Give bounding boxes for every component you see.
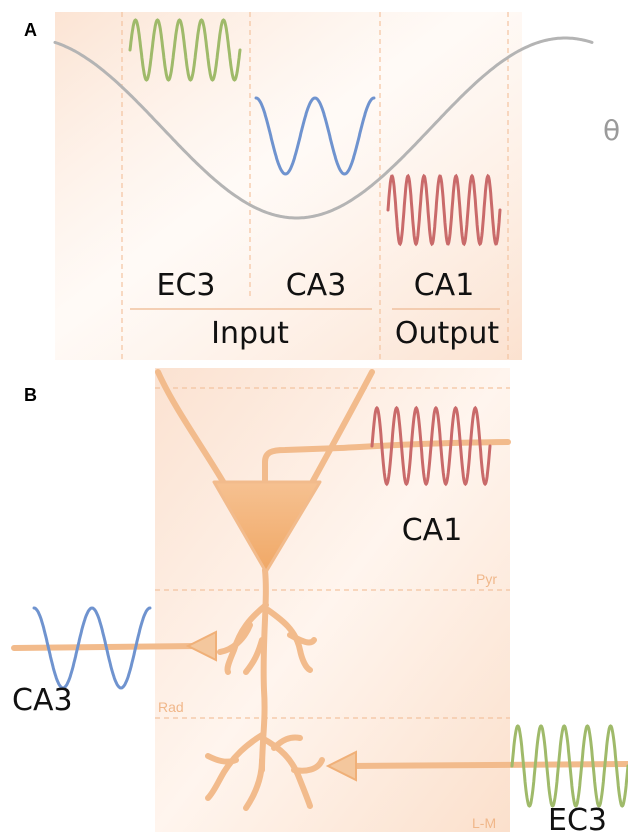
ca3-gamma-oscillation <box>32 606 152 690</box>
ec3-synapse <box>325 750 357 782</box>
panel-a-background <box>55 12 522 360</box>
input-label-ca1: CA1 <box>402 513 463 548</box>
input-label-ec3: EC3 <box>548 803 607 832</box>
ca1-gamma-oscillation <box>370 405 492 487</box>
region-label-ca1: CA1 <box>414 268 475 303</box>
panel-b: B Pyr Rad L-M <box>11 368 628 832</box>
group-label-output: Output <box>395 316 499 351</box>
soma <box>212 480 322 574</box>
layer-label-lm: L-M <box>472 815 496 831</box>
theta-symbol: θ <box>603 114 620 147</box>
gamma-ca1-oscillation <box>386 173 502 247</box>
gamma-ec3-oscillation <box>128 18 242 82</box>
input-label-ca3: CA3 <box>12 683 73 718</box>
panel-a: A θ EC3 CA3 CA1 Input Output <box>24 12 620 360</box>
theta-wave <box>53 36 594 220</box>
gamma-ca3-oscillation <box>254 96 376 176</box>
group-label-input: Input <box>211 316 289 351</box>
region-label-ca3: CA3 <box>286 268 347 303</box>
panel-a-guides <box>121 12 509 360</box>
layer-label-rad: Rad <box>158 699 184 715</box>
layer-label-pyr: Pyr <box>476 571 497 587</box>
panel-b-letter: B <box>24 385 37 405</box>
ec3-gamma-oscillation <box>510 724 628 808</box>
ca3-synapse <box>185 630 217 662</box>
panel-a-letter: A <box>24 20 37 40</box>
region-label-ec3: EC3 <box>157 268 216 303</box>
